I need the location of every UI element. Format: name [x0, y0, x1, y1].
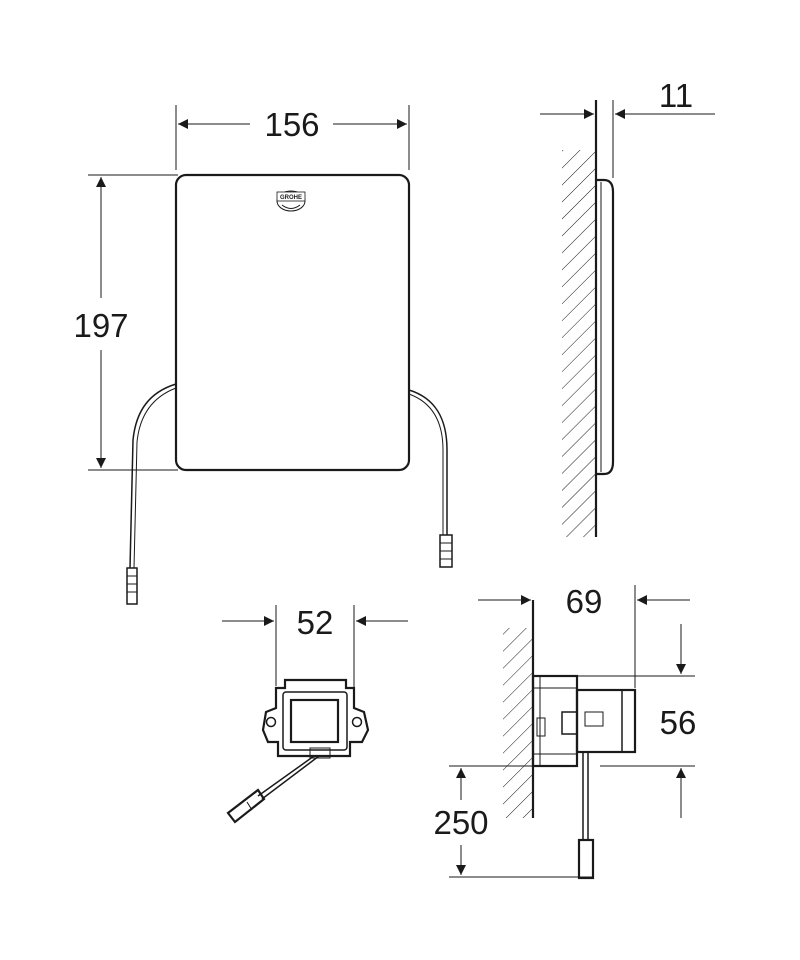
box-side-connector [577, 838, 595, 880]
dimension-box-height: 56 [577, 624, 696, 818]
box-front-view: 52 [222, 604, 408, 824]
left-cable [126, 383, 177, 605]
brand-logo: GROHE [276, 190, 306, 212]
front-plate [174, 173, 411, 472]
box-side-housing [531, 674, 637, 768]
dimension-height-front: 197 [73, 174, 178, 471]
box-window [289, 698, 340, 744]
dimension-width-front-label: 156 [264, 106, 319, 143]
box-side-view: 69 56 250 [433, 583, 696, 880]
dimension-depth-side-label: 11 [659, 77, 693, 114]
dimension-box-width-label: 52 [297, 604, 334, 641]
side-view: 11 [540, 77, 715, 537]
box-cable-connector [226, 788, 266, 824]
dimension-box-height-label: 56 [660, 704, 697, 741]
brand-logo-text: GROHE [280, 195, 302, 201]
front-view: GROHE 156 [73, 105, 453, 605]
dimension-height-front-label: 197 [73, 307, 128, 344]
dimension-box-depth-label: 69 [566, 583, 603, 620]
dimension-depth-side: 11 [540, 77, 715, 178]
side-wall-hatch [562, 150, 596, 537]
dimension-box-depth: 69 [478, 583, 690, 688]
right-cable [408, 389, 453, 568]
dimension-width-front: 156 [175, 105, 410, 170]
dimension-cable-length: 250 [433, 765, 593, 878]
dimension-box-width: 52 [222, 604, 408, 706]
box-wall-hatch [503, 628, 533, 818]
side-plate [596, 178, 615, 476]
dimension-cable-length-label: 250 [433, 804, 488, 841]
